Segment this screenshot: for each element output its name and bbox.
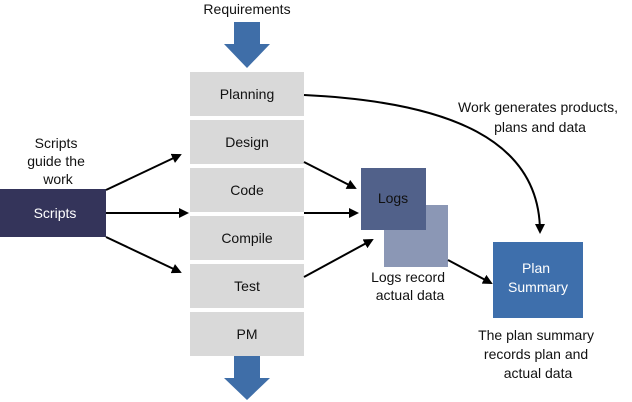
step-compile-box xyxy=(190,216,304,260)
step-code-box xyxy=(190,168,304,212)
requirements-arrow xyxy=(224,22,270,68)
requirements-label: Requirements xyxy=(203,1,290,17)
step-test-label: Test xyxy=(234,278,260,294)
plan-summary-caption: The plan summary records plan and actual… xyxy=(478,327,598,381)
scripts-box xyxy=(0,189,106,237)
scripts-to-design-arrow xyxy=(105,153,182,191)
logs-box xyxy=(361,168,426,230)
step-compile-label: Compile xyxy=(221,230,273,246)
step-planning-box xyxy=(190,72,304,116)
output-arrow xyxy=(224,356,270,400)
step-test-box xyxy=(190,264,304,308)
scripts-to-test-arrow xyxy=(105,236,182,274)
scripts-label: Scripts xyxy=(34,205,77,221)
step-planning-label: Planning xyxy=(220,86,275,102)
step-design-label: Design xyxy=(225,134,269,150)
plan-summary-label: Plan Summary xyxy=(508,260,568,295)
logs-to-plan-summary-arrow xyxy=(447,259,493,284)
plan-summary-box xyxy=(493,242,583,318)
step-code-label: Code xyxy=(230,182,264,198)
test-to-logs-arrow xyxy=(303,239,374,278)
design-to-logs-arrow xyxy=(303,161,357,189)
logs-label: Logs xyxy=(378,190,408,206)
step-pm-label: PM xyxy=(237,326,258,342)
step-design-box xyxy=(190,120,304,164)
step-pm-box xyxy=(190,312,304,356)
planning-to-plan-summary-arrow xyxy=(303,94,545,234)
logs-caption: Logs record actual data xyxy=(371,269,449,303)
work-caption: Work generates products, plans and data xyxy=(458,99,622,135)
scripts-caption: Scripts guide the work xyxy=(27,135,89,187)
